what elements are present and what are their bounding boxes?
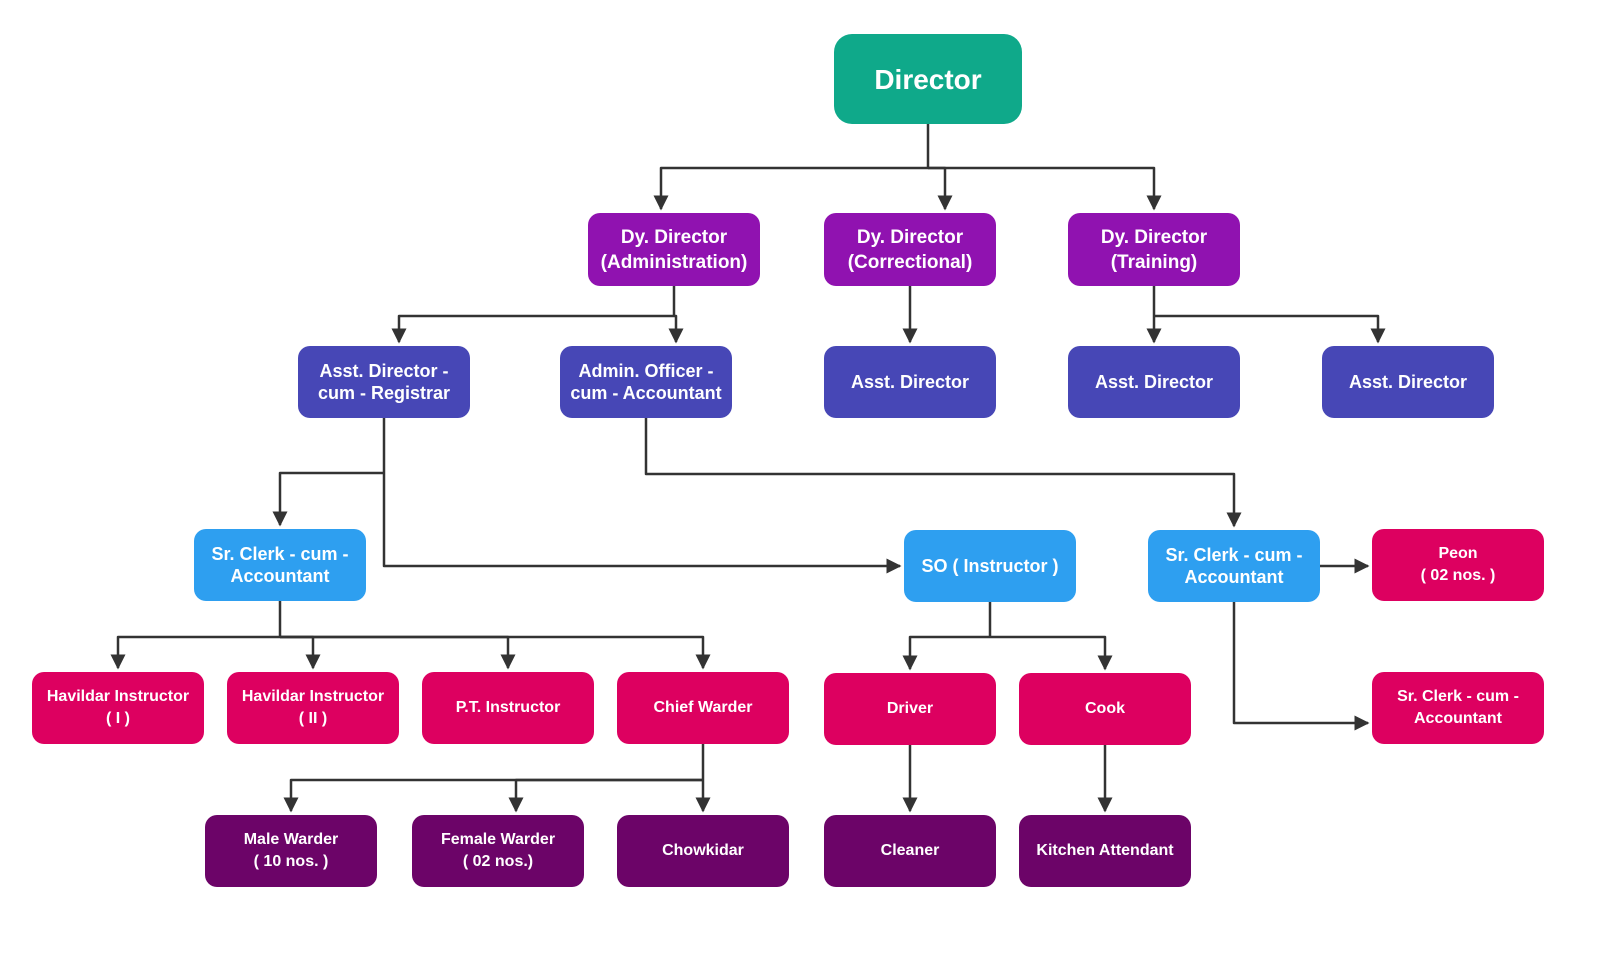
node-asst-director-training-1: Asst. Director	[1068, 346, 1240, 418]
node-sr-clerk-accountant-far-right: Sr. Clerk - cum - Accountant	[1372, 672, 1544, 744]
node-cook: Cook	[1019, 673, 1191, 745]
node-so-instructor: SO ( Instructor )	[904, 530, 1076, 602]
connector-to-sr-clerk-far-right	[1232, 602, 1370, 731]
node-kitchen-attendant: Kitchen Attendant	[1019, 815, 1191, 887]
connector-to-sr-clerk-right	[644, 418, 1242, 528]
connector-to-dy-correctional	[928, 166, 953, 211]
connector-to-asst-registrar	[391, 314, 674, 344]
connector-to-so-instructor	[382, 473, 902, 574]
connector-to-cook	[990, 635, 1113, 671]
node-male-warder: Male Warder ( 10 nos. )	[205, 815, 377, 887]
connector-to-havildar-ii	[280, 635, 321, 670]
node-dy-director-correctional: Dy. Director (Correctional)	[824, 213, 996, 286]
node-pt-instructor: P.T. Instructor	[422, 672, 594, 744]
node-sr-clerk-accountant-right: Sr. Clerk - cum - Accountant	[1148, 530, 1320, 602]
node-havildar-instructor-i: Havildar Instructor ( I )	[32, 672, 204, 744]
node-admin-officer-accountant: Admin. Officer - cum - Accountant	[560, 346, 732, 418]
node-sr-clerk-accountant-left: Sr. Clerk - cum - Accountant	[194, 529, 366, 601]
connector-to-chief-warder	[280, 635, 711, 670]
connector-to-admin-officer	[668, 314, 684, 344]
node-asst-director-registrar: Asst. Director - cum - Registrar	[298, 346, 470, 418]
node-dy-director-administration: Dy. Director (Administration)	[588, 213, 760, 286]
connector-to-sr-clerk-left	[272, 471, 384, 527]
connector-to-driver	[902, 635, 990, 671]
node-driver: Driver	[824, 673, 996, 745]
connector-to-male-warder	[283, 778, 703, 813]
node-chief-warder: Chief Warder	[617, 672, 789, 744]
connector-to-dy-administration	[653, 166, 928, 211]
node-peon: Peon ( 02 nos. )	[1372, 529, 1544, 601]
node-director: Director	[834, 34, 1022, 124]
node-chowkidar: Chowkidar	[617, 815, 789, 887]
connector-to-female-warder	[508, 778, 703, 813]
node-asst-director-training-2: Asst. Director	[1322, 346, 1494, 418]
node-cleaner: Cleaner	[824, 815, 996, 887]
node-dy-director-training: Dy. Director (Training)	[1068, 213, 1240, 286]
node-female-warder: Female Warder ( 02 nos.)	[412, 815, 584, 887]
connector-to-asst-training-2	[1154, 314, 1386, 344]
connector-to-havildar-i	[110, 635, 280, 670]
node-havildar-instructor-ii: Havildar Instructor ( II )	[227, 672, 399, 744]
node-asst-director-correctional: Asst. Director	[824, 346, 996, 418]
connector-to-dy-training	[928, 166, 1162, 211]
